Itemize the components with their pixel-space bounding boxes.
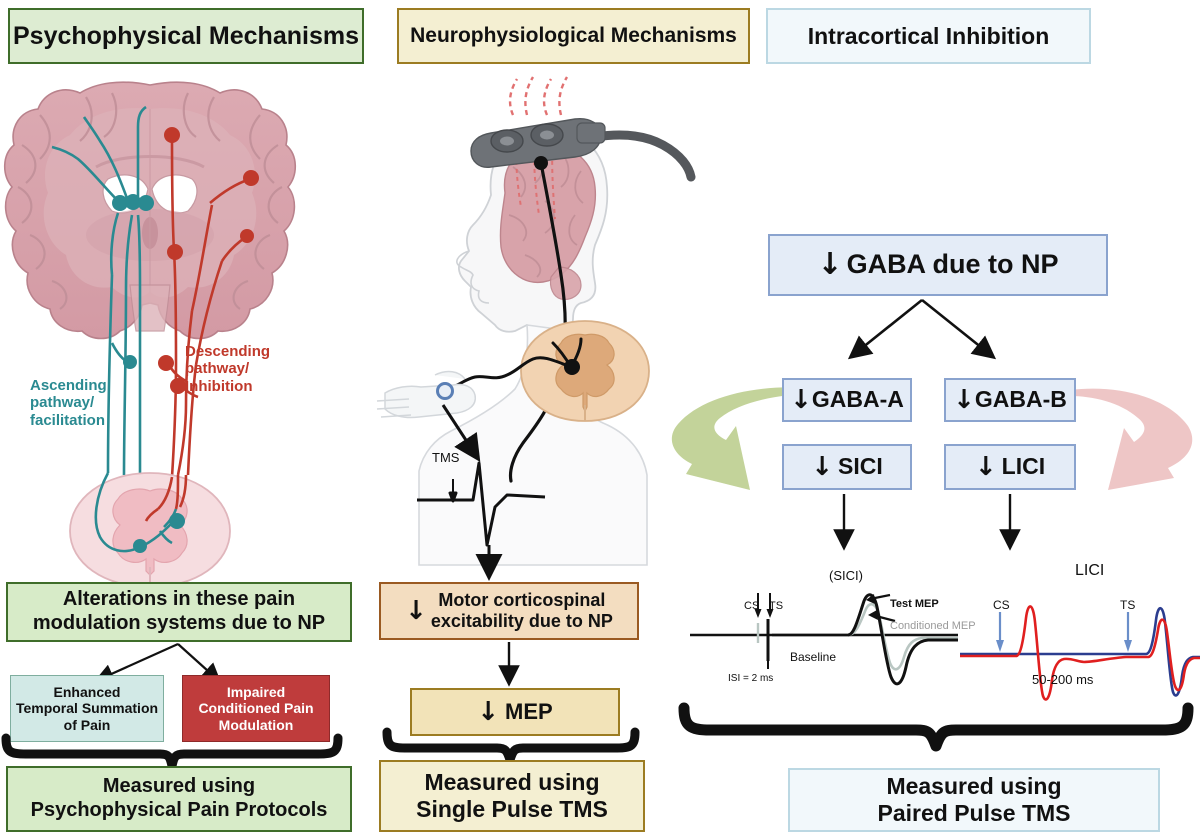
left-branch-arrows — [6, 642, 352, 692]
ascending-pathway-label: Ascending pathway/ facilitation — [30, 377, 107, 429]
mep-waveform — [417, 461, 546, 547]
pink-curved-arrow — [1068, 372, 1200, 492]
descending-pathway-label: Descending pathway/ Inhibition — [185, 343, 271, 395]
cord-teal-node-2 — [169, 513, 185, 529]
right-curly-brace — [676, 702, 1196, 752]
gaba-b-box: ↓ GABA-B — [944, 378, 1076, 422]
measured-paired-pulse-tms-box: Measured using Paired Pulse TMS — [788, 768, 1160, 832]
motor-neuron-node — [564, 359, 580, 375]
enhanced-temporal-summation-box: Enhanced Temporal Summation of Pain — [10, 675, 164, 742]
mep-label: MEP — [505, 699, 553, 725]
lici-plot — [960, 600, 1200, 710]
brain-coronal-section — [3, 81, 297, 340]
measured-psychophysical-protocols-box: Measured using Psychophysical Pain Proto… — [6, 766, 352, 832]
measured-single-pulse-tms-box: Measured using Single Pulse TMS — [379, 760, 645, 832]
down-arrow-icon-gaba-b: ↓ — [953, 384, 975, 415]
magnetic-field-lines — [508, 76, 569, 116]
cord-teal-node-1 — [133, 539, 147, 553]
ascending-pathway-nodes — [112, 194, 154, 369]
header-psychophysical-mechanisms: Psychophysical Mechanisms — [8, 8, 364, 64]
motor-corticospinal-excitability-label: Motor corticospinal excitability due to … — [430, 589, 613, 631]
sici-label: SICI — [838, 453, 883, 480]
sici-box: ↓ SICI — [782, 444, 912, 490]
sici-baseline-label: Baseline — [790, 650, 837, 664]
gaba-b-label: GABA-B — [974, 386, 1067, 413]
lici-box: ↓ LICI — [944, 444, 1076, 490]
sici-ts-label: TS — [769, 600, 784, 612]
emg-electrode — [436, 382, 454, 400]
green-curved-arrow — [662, 372, 812, 492]
gaba-a-label: GABA-A — [811, 386, 904, 413]
sici-conditioned-mep-label: Conditioned MEP — [890, 620, 976, 632]
header-intracortical-inhibition: Intracortical Inhibition — [766, 8, 1091, 64]
motor-corticospinal-excitability-box: ↓ Motor corticospinal excitability due t… — [379, 582, 639, 640]
gaba-branch-arrows — [768, 296, 1108, 376]
down-arrow-icon-excitability: ↓ — [405, 595, 427, 626]
down-arrow-icon-sici: ↓ — [811, 451, 834, 482]
header-neurophysiological-mechanisms: Neurophysiological Mechanisms — [397, 8, 750, 64]
spinal-cord-cross-section — [69, 472, 231, 588]
lici-cs-label: CS — [993, 598, 1010, 612]
sici-down-arrow — [782, 492, 912, 558]
lici-label: LICI — [1001, 453, 1046, 480]
alterations-in-pain-modulation-box: Alterations in these pain modulation sys… — [6, 582, 352, 642]
hand-to-waveform-arrow — [441, 404, 481, 463]
sici-cs-label: CS — [744, 600, 760, 612]
lici-plot-title: LICI — [1075, 562, 1105, 579]
brain-pathway-illustration — [0, 75, 300, 588]
lici-down-arrow — [944, 492, 1076, 558]
down-arrow-icon-gaba-a: ↓ — [790, 384, 812, 415]
cortex-node — [534, 156, 548, 170]
ascending-pathway-trace — [51, 105, 147, 476]
induced-current-lines — [515, 136, 556, 220]
descending-pathway-nodes — [158, 127, 259, 394]
gaba-due-to-np-box: ↓ GABA due to NP — [768, 234, 1108, 296]
middle-arrow-excitability-to-mep — [379, 640, 639, 692]
down-arrow-icon-mep: ↓ — [477, 696, 500, 727]
tms-coil — [470, 118, 696, 182]
gaba-due-to-np-label: GABA due to NP — [846, 249, 1059, 280]
sici-test-mep-label: Test MEP — [890, 598, 939, 610]
down-arrow-icon-gaba: ↓ — [817, 247, 843, 283]
lici-ts-label: TS — [1120, 598, 1136, 612]
tms-illustration — [376, 75, 696, 581]
sici-plot — [690, 585, 958, 705]
mep-box: ↓ MEP — [410, 688, 620, 736]
tms-waveform-label: TMS — [432, 450, 460, 465]
hand-with-electrode — [376, 370, 477, 419]
lici-interval-label: 50-200 ms — [1032, 672, 1094, 687]
sici-plot-title: (SICI) — [829, 568, 863, 583]
down-arrow-icon-lici: ↓ — [974, 451, 997, 482]
spinal-cord-tan — [520, 320, 650, 422]
impaired-conditioned-pain-modulation-box: Impaired Conditioned Pain Modulation — [182, 675, 330, 742]
sici-isi-label: ISI = 2 ms — [728, 673, 774, 684]
gaba-a-box: ↓ GABA-A — [782, 378, 912, 422]
